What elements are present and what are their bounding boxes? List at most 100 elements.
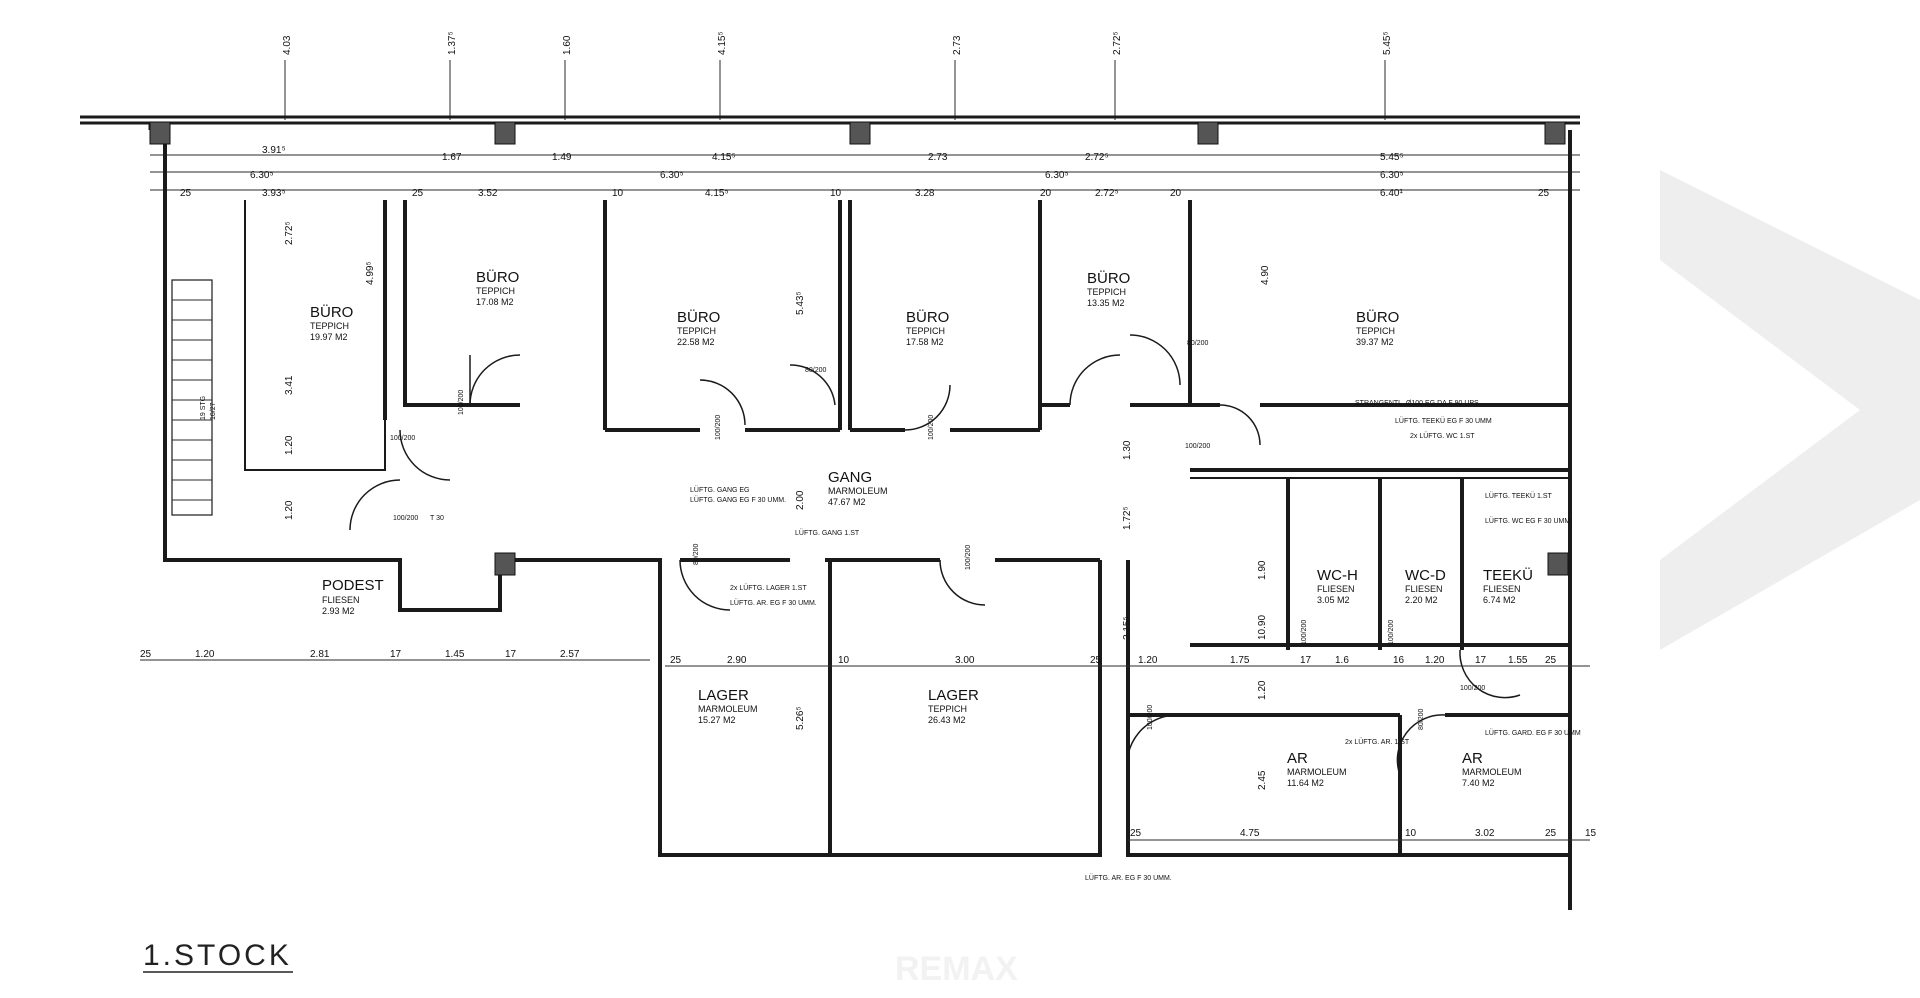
svg-text:LÜFTG. GARD. EG F 30 UMM: LÜFTG. GARD. EG F 30 UMM xyxy=(1485,729,1581,737)
room-wc-h: WC-H FLIESEN 3.05 M2 xyxy=(1317,567,1358,605)
svg-text:10.90: 10.90 xyxy=(1257,615,1268,640)
room-buero-5: BÜRO TEPPICH 13.35 M2 xyxy=(1087,269,1130,308)
svg-text:10: 10 xyxy=(1405,828,1417,839)
door-label: 100/200 xyxy=(928,415,935,440)
svg-text:17: 17 xyxy=(390,649,402,660)
dim-label: 4.03 xyxy=(282,35,293,55)
svg-text:1.55: 1.55 xyxy=(1508,655,1528,666)
svg-text:2.90: 2.90 xyxy=(727,655,747,666)
svg-text:2x LÜFTG. AR. 1.ST: 2x LÜFTG. AR. 1.ST xyxy=(1345,738,1410,746)
svg-text:LÜFTG. WC EG F 30 UMM: LÜFTG. WC EG F 30 UMM xyxy=(1485,517,1570,525)
dim-label: 2.72⁵ xyxy=(1112,31,1123,55)
svg-text:BÜRO: BÜRO xyxy=(310,303,353,321)
svg-text:6.74 M2: 6.74 M2 xyxy=(1483,595,1516,605)
svg-text:TEPPICH: TEPPICH xyxy=(1356,326,1395,336)
svg-text:TEPPICH: TEPPICH xyxy=(928,704,967,714)
svg-text:17: 17 xyxy=(505,649,517,660)
dim-label: 1.37⁵ xyxy=(447,31,458,55)
dim-label: 10 xyxy=(830,188,842,199)
dim-label: 2.72⁵ xyxy=(1095,188,1119,199)
room-gang: GANG MARMOLEUM 47.67 M2 xyxy=(828,469,888,507)
svg-text:LÜFTG. TEEKÜ EG F 30 UMM: LÜFTG. TEEKÜ EG F 30 UMM xyxy=(1395,417,1492,425)
door-label: 80/200 xyxy=(1418,708,1425,730)
dim-label: 4.15⁵ xyxy=(717,31,728,55)
svg-text:17.08 M2: 17.08 M2 xyxy=(476,297,514,307)
door-label: 100/200 xyxy=(1388,620,1395,645)
svg-text:2.45: 2.45 xyxy=(1257,770,1268,790)
door-label: 100/200 xyxy=(1301,620,1308,645)
svg-text:MARMOLEUM: MARMOLEUM xyxy=(828,486,888,496)
svg-text:1.20: 1.20 xyxy=(284,435,295,455)
door-label: 100/200 xyxy=(1460,685,1485,692)
svg-text:1.20: 1.20 xyxy=(284,500,295,520)
svg-text:TEPPICH: TEPPICH xyxy=(906,326,945,336)
door-label: 100/200 xyxy=(965,545,972,570)
svg-text:MARMOLEUM: MARMOLEUM xyxy=(1462,767,1522,777)
svg-text:1.20: 1.20 xyxy=(195,649,215,660)
dim-label: 6.40¹ xyxy=(1380,188,1403,199)
svg-text:3.05 M2: 3.05 M2 xyxy=(1317,595,1350,605)
svg-text:1.72⁵: 1.72⁵ xyxy=(1122,506,1133,530)
door-label: 80/200 xyxy=(693,543,700,565)
svg-text:1.20: 1.20 xyxy=(1138,655,1158,666)
svg-text:22.58 M2: 22.58 M2 xyxy=(677,337,715,347)
svg-text:LÜFTG. GANG 1.ST: LÜFTG. GANG 1.ST xyxy=(795,529,860,537)
svg-text:LÜFTG. TEEKÜ 1.ST: LÜFTG. TEEKÜ 1.ST xyxy=(1485,492,1552,500)
top-dimension-ticks xyxy=(284,60,1386,120)
svg-text:5.26⁵: 5.26⁵ xyxy=(795,706,806,730)
door-label: 100/200 xyxy=(1147,705,1154,730)
top-dimension-rows: 3.91⁵ 1.67 1.49 4.15⁵ 2.73 2.72⁵ 5.45⁵ 6… xyxy=(150,145,1580,199)
svg-text:1.30: 1.30 xyxy=(1122,440,1133,460)
room-ar-1: AR MARMOLEUM 11.64 M2 xyxy=(1287,750,1347,788)
svg-text:25: 25 xyxy=(1545,655,1557,666)
svg-text:T 30: T 30 xyxy=(430,515,444,522)
svg-text:10: 10 xyxy=(838,655,850,666)
svg-text:BÜRO: BÜRO xyxy=(1087,269,1130,287)
door-label: 100/200 xyxy=(715,415,722,440)
svg-text:1.45: 1.45 xyxy=(445,649,465,660)
svg-text:26.43 M2: 26.43 M2 xyxy=(928,715,966,725)
dim-label: 25 xyxy=(180,188,192,199)
svg-text:BÜRO: BÜRO xyxy=(906,308,949,326)
room-buero-3: BÜRO TEPPICH 22.58 M2 xyxy=(677,308,720,347)
dim-label: 4.15⁵ xyxy=(712,152,736,163)
left-bottom-dimension-row: 25 1.20 2.81 17 1.45 17 2.57 xyxy=(140,649,650,661)
svg-text:25: 25 xyxy=(1545,828,1557,839)
svg-text:11.64 M2: 11.64 M2 xyxy=(1287,778,1324,788)
dim-label: 1.49 xyxy=(552,152,572,163)
svg-text:FLIESEN: FLIESEN xyxy=(1405,584,1443,594)
annotations: LÜFTG. GANG EG LÜFTG. GANG EG F 30 UMM. … xyxy=(430,400,1581,882)
svg-text:FLIESEN: FLIESEN xyxy=(1483,584,1521,594)
svg-text:4.75: 4.75 xyxy=(1240,828,1260,839)
room-ar-2: AR MARMOLEUM 7.40 M2 xyxy=(1462,750,1522,788)
room-lager-2: LAGER TEPPICH 26.43 M2 xyxy=(928,687,979,725)
door-label: 80/200 xyxy=(805,367,827,374)
svg-text:2.93 M2: 2.93 M2 xyxy=(322,606,355,616)
svg-text:13.35 M2: 13.35 M2 xyxy=(1087,298,1125,308)
dim-label: 5.45⁵ xyxy=(1380,152,1404,163)
stair-ratio: 16/27 xyxy=(210,402,217,420)
room-labels: BÜRO TEPPICH 19.97 M2 BÜRO TEPPICH 17.08… xyxy=(310,268,1533,788)
dim-label: 3.93⁵ xyxy=(262,188,286,199)
dim-label: 3.28 xyxy=(915,188,935,199)
svg-text:2x LÜFTG. WC 1.ST: 2x LÜFTG. WC 1.ST xyxy=(1410,432,1475,440)
svg-text:7.40 M2: 7.40 M2 xyxy=(1462,778,1495,788)
svg-text:1.6: 1.6 xyxy=(1335,655,1349,666)
dim-label: 10 xyxy=(612,188,624,199)
svg-text:2.20 M2: 2.20 M2 xyxy=(1405,595,1438,605)
svg-text:MARMOLEUM: MARMOLEUM xyxy=(1287,767,1347,777)
room-lager-1: LAGER MARMOLEUM 15.27 M2 xyxy=(698,687,758,725)
door-labels: 100/200 100/200 100/200 80/200 100/200 1… xyxy=(390,340,1485,730)
dim-label: 4.15⁵ xyxy=(705,188,729,199)
room-buero-6: BÜRO TEPPICH 39.37 M2 xyxy=(1356,308,1399,347)
svg-text:2.72⁵: 2.72⁵ xyxy=(284,221,295,245)
dim-label: 3.52 xyxy=(478,188,498,199)
room-buero-1: BÜRO TEPPICH 19.97 M2 xyxy=(310,303,353,342)
svg-text:25: 25 xyxy=(670,655,682,666)
svg-text:2.57: 2.57 xyxy=(560,649,580,660)
svg-text:25: 25 xyxy=(1130,828,1142,839)
svg-text:TEEKÜ: TEEKÜ xyxy=(1483,566,1533,584)
room-podest: PODEST FLIESEN 2.93 M2 xyxy=(322,577,384,616)
room-buero-2: BÜRO TEPPICH 17.08 M2 xyxy=(476,268,519,307)
stair-treads xyxy=(172,299,212,501)
